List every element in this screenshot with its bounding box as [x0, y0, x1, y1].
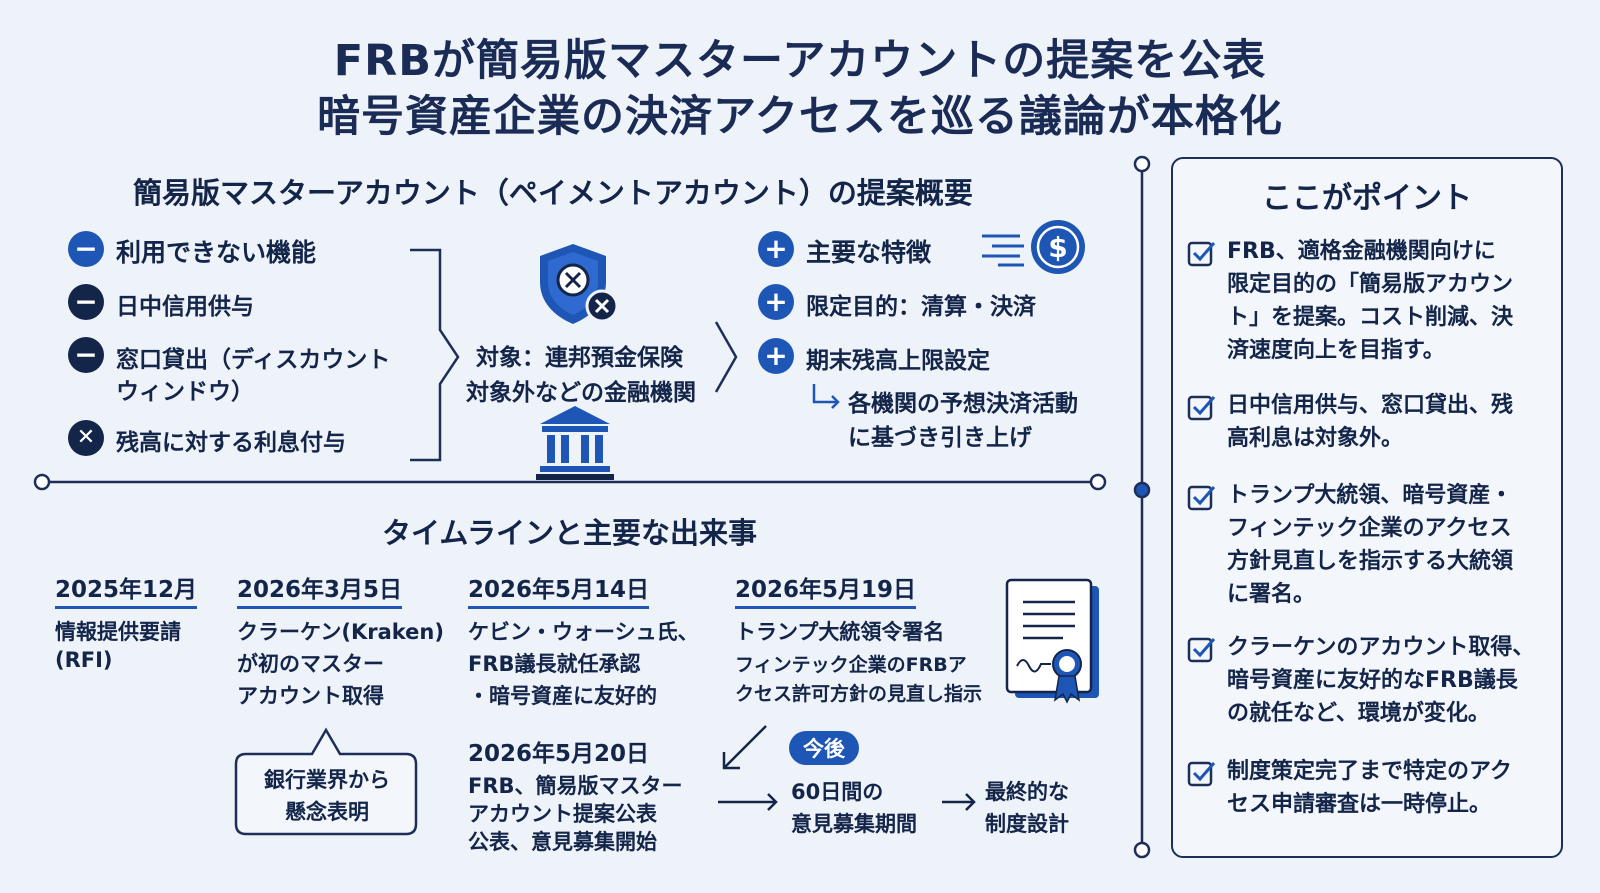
final-line2: 制度設計: [985, 812, 1069, 836]
point-text-line: 高利息は対象外。: [1227, 426, 1404, 451]
feature-item-2: 期末残高上限設定: [806, 348, 990, 374]
points-heading: ここがポイント: [1262, 181, 1472, 216]
minus-icon: −: [68, 231, 104, 267]
arrow-right-icon: [718, 793, 778, 811]
event-4-line3: クセス許可方針の見直し指示: [735, 683, 983, 705]
vertical-divider: [1133, 155, 1151, 859]
event-date-5: 2026年5月20日: [468, 741, 650, 767]
event-3-line2: FRB議長就任承認: [468, 652, 641, 676]
points-panel: ここがポイント FRB、適格金融機関向けに限定目的の「簡易版アカウント」を提案。…: [1171, 157, 1563, 858]
point-text-line: に署名。: [1227, 582, 1316, 607]
point-text-line: 方針見直しを指示する大統領: [1227, 549, 1514, 574]
point-text-line: セス申請審査は一時停止。: [1227, 792, 1492, 817]
event-3-line3: ・暗号資産に友好的: [468, 684, 657, 708]
feature-sub-2: に基づき引き上げ: [848, 425, 1032, 451]
document-certificate-icon: [1005, 578, 1099, 704]
plus-icon: +: [758, 231, 794, 267]
arrow-down-left-icon: [722, 725, 767, 770]
close-icon: ✕: [68, 420, 104, 456]
point-text-line: ト」を提案。コスト削減、決: [1227, 305, 1514, 330]
unavailable-item-2: 窓口貸出（ディスカウント: [116, 347, 391, 373]
event-1-line2: (RFI): [55, 648, 113, 672]
overview-heading: 簡易版マスターアカウント（ペイメントアカウント）の提案概要: [133, 176, 973, 210]
check-icon: [1187, 395, 1216, 421]
speech-bubble: [234, 727, 418, 836]
dollar-coin-icon: $: [982, 220, 1085, 274]
event-date-2: 2026年3月5日: [237, 570, 403, 609]
point-text-line: の就任など、環境が変化。: [1227, 701, 1490, 726]
check-icon: [1187, 485, 1216, 511]
unavailable-header: 利用できない機能: [116, 238, 317, 267]
bubble-line2: 懸念表明: [285, 800, 369, 824]
point-text-line: クラーケンのアカウント取得、: [1227, 635, 1535, 660]
event-5-line1: FRB、簡易版マスター: [468, 774, 683, 798]
event-4-line1: トランプ大統領令署名: [735, 620, 945, 644]
svg-text:$: $: [1048, 231, 1067, 264]
target-line1: 対象：連邦預金保険: [476, 345, 683, 371]
minus-icon: −: [68, 337, 104, 373]
bubble-line1: 銀行業界から: [264, 768, 390, 792]
check-icon: [1187, 241, 1216, 267]
point-text-line: フィンテック企業のアクセス: [1227, 516, 1512, 541]
final-line1: 最終的な: [985, 780, 1069, 804]
target-line2: 対象外などの金融機関: [466, 380, 696, 406]
period-line2: 意見募集期間: [791, 812, 917, 836]
features-header: 主要な特徴: [806, 238, 932, 267]
bank-icon: [536, 406, 614, 480]
shield-x-icon: [540, 244, 619, 324]
event-2-line3: アカウント取得: [237, 684, 384, 708]
event-date-4: 2026年5月19日: [735, 570, 917, 609]
future-badge: 今後: [789, 731, 859, 765]
event-5-line3: 公表、意見募集開始: [468, 830, 657, 854]
bracket-connector: [410, 248, 738, 462]
unavailable-item-2b: ウィンドウ）: [116, 379, 254, 405]
event-date-3: 2026年5月14日: [468, 570, 650, 609]
timeline-heading: タイムラインと主要な出来事: [382, 516, 757, 550]
event-4-line2: フィンテック企業のFRBア: [735, 654, 967, 676]
event-2-line2: が初のマスター: [237, 652, 384, 676]
point-text-line: 制度策定完了まで特定のアク: [1227, 759, 1512, 784]
event-date-1: 2025年12月: [55, 570, 198, 609]
main-title-line2: 暗号資産企業の決済アクセスを巡る議論が本格化: [317, 92, 1283, 142]
point-text-line: トランプ大統領、暗号資産・: [1227, 483, 1513, 508]
event-5-line2: アカウント提案公表: [468, 802, 657, 826]
feature-sub-1: 各機関の予想決済活動: [848, 391, 1078, 417]
point-text-line: 済速度向上を目指す。: [1227, 338, 1445, 363]
point-text-line: 日中信用供与、窓口貸出、残: [1227, 393, 1514, 418]
arrow-right-icon: [942, 793, 976, 811]
point-text-line: FRB、適格金融機関向けに: [1227, 239, 1496, 264]
plus-icon: +: [758, 284, 794, 320]
unavailable-item-1: 日中信用供与: [116, 294, 254, 320]
point-text-line: 限定目的の「簡易版アカウン: [1227, 272, 1514, 297]
plus-icon: +: [758, 338, 794, 374]
event-2-line1: クラーケン(Kraken): [237, 620, 444, 644]
feature-item-1: 限定目的：清算・決済: [806, 294, 1036, 320]
sub-arrow-icon: [812, 384, 840, 409]
event-1-line1: 情報提供要請: [55, 620, 181, 644]
check-icon: [1187, 761, 1216, 787]
section-divider: [33, 473, 1107, 491]
point-text-line: 暗号資産に友好的なFRB議長: [1227, 668, 1518, 693]
minus-icon: −: [68, 284, 104, 320]
main-title-line1: FRBが簡易版マスターアカウントの提案を公表: [333, 36, 1267, 86]
unavailable-item-3: 残高に対する利息付与: [116, 430, 346, 456]
period-line1: 60日間の: [791, 780, 884, 804]
event-3-line1: ケビン・ウォーシュ氏、: [468, 620, 699, 644]
check-icon: [1187, 637, 1216, 663]
